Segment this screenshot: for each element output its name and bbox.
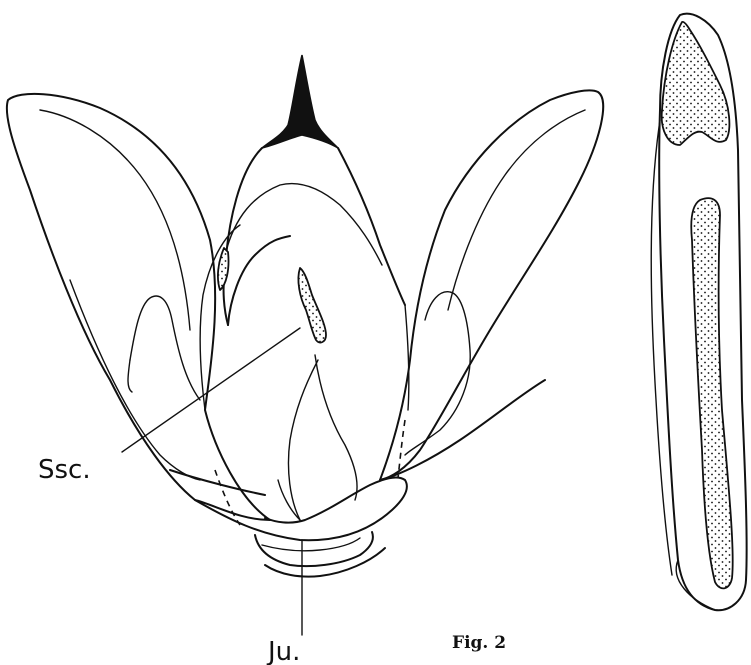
stippled-sclerite-left [218, 248, 229, 290]
label-ju: Ju. [266, 637, 300, 665]
stippled-sclerite-long [691, 198, 732, 588]
stippled-sclerite-central [298, 268, 326, 342]
ssc-leader-line [122, 328, 300, 452]
juxta [195, 478, 407, 577]
label-ssc: Ssc. [38, 455, 91, 485]
right-valva [380, 90, 603, 480]
inner-structures [170, 355, 405, 525]
uncus-tegumen [200, 55, 409, 410]
aedeagus [651, 14, 746, 611]
stippled-sclerite-apical [662, 22, 730, 145]
figure-caption: Fig. 2 [452, 633, 506, 653]
